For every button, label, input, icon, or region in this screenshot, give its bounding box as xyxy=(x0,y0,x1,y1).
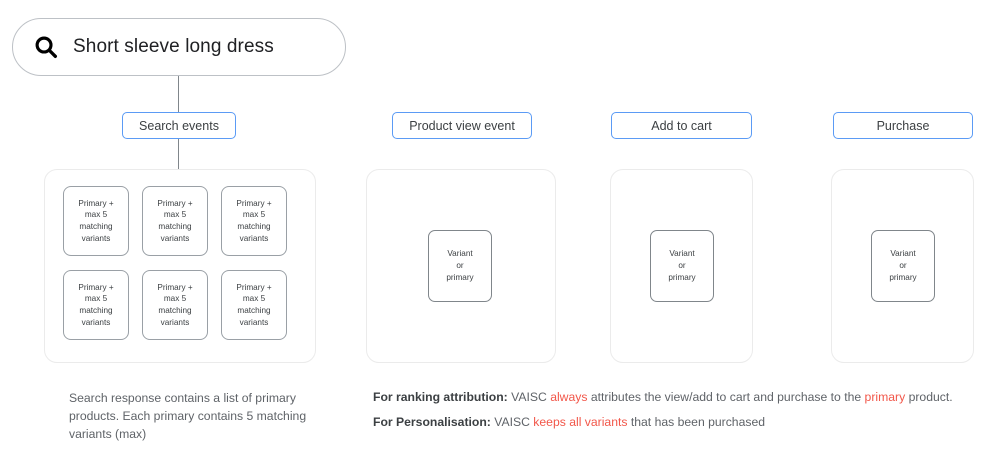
card-line: variants xyxy=(81,233,111,243)
card-line: variants xyxy=(160,233,190,243)
column-header-product-view-event[interactable]: Product view event xyxy=(392,112,532,139)
connector-line-bottom xyxy=(178,139,179,170)
card-line: variants xyxy=(239,317,269,327)
card-line: Primary + xyxy=(157,282,193,292)
annotation-text: product. xyxy=(905,390,953,404)
primary-card-grid: Primary + max 5 matching variants Primar… xyxy=(63,186,287,340)
card-line: or xyxy=(678,260,686,270)
variant-or-primary-card: Variant or primary xyxy=(650,230,714,302)
search-response-caption: Search response contains a list of prima… xyxy=(69,391,307,442)
card-line: matching xyxy=(79,222,113,231)
card-line: matching xyxy=(237,222,271,231)
card-line: variants xyxy=(81,317,111,327)
annotation-text: that has been purchased xyxy=(627,414,766,429)
card-line: max 5 xyxy=(163,294,187,304)
card-line: matching xyxy=(158,222,192,231)
card-line: primary xyxy=(446,273,474,283)
card-line: Primary + xyxy=(78,282,114,292)
connector-line-top xyxy=(178,76,179,112)
card-line: or xyxy=(456,260,464,270)
annotation-highlight: always xyxy=(550,390,588,404)
card-line: matching xyxy=(237,306,271,315)
primary-variant-card: Primary + max 5 matching variants xyxy=(63,270,129,340)
card-line: max 5 xyxy=(84,294,108,304)
card-line: Variant xyxy=(669,248,695,258)
card-line: matching xyxy=(158,306,192,315)
primary-variant-card: Primary + max 5 matching variants xyxy=(63,186,129,256)
card-line: max 5 xyxy=(242,294,266,304)
annotation-text: VAISC xyxy=(507,390,551,404)
card-line: matching xyxy=(79,306,113,315)
search-icon xyxy=(35,36,57,58)
card-line: primary xyxy=(889,273,917,283)
card-line: max 5 xyxy=(242,210,266,220)
card-line: Primary + xyxy=(157,198,193,208)
variant-or-primary-card: Variant or primary xyxy=(871,230,935,302)
card-line: variants xyxy=(160,317,190,327)
card-line: max 5 xyxy=(163,210,187,220)
annotation-body: VAISC keeps all variants that has been p… xyxy=(491,415,765,429)
annotation-ranking-attribution: For ranking attribution: VAISC always at… xyxy=(373,389,988,407)
card-line: or xyxy=(899,260,907,270)
card-line: Primary + xyxy=(236,282,272,292)
column-header-add-to-cart[interactable]: Add to cart xyxy=(611,112,752,139)
primary-variant-card: Primary + max 5 matching variants xyxy=(221,186,287,256)
panel-purchase: Variant or primary xyxy=(831,169,974,363)
annotation-text: attributes the view/add to cart and purc… xyxy=(587,390,865,404)
card-line: Primary + xyxy=(78,198,114,208)
primary-variant-card: Primary + max 5 matching variants xyxy=(142,270,208,340)
card-line: variants xyxy=(239,233,269,243)
annotation-text: VAISC xyxy=(490,414,534,429)
annotation-highlight: keeps all variants xyxy=(533,414,628,429)
search-bar[interactable]: Short sleeve long dress xyxy=(12,18,346,76)
column-header-search-events[interactable]: Search events xyxy=(122,112,236,139)
panel-product-view-event: Variant or primary xyxy=(366,169,556,363)
card-line: max 5 xyxy=(84,210,108,220)
annotation-body: VAISC always attributes the view/add to … xyxy=(508,390,953,404)
primary-variant-card: Primary + max 5 matching variants xyxy=(221,270,287,340)
annotation-personalisation: For Personalisation: VAISC keeps all var… xyxy=(373,414,988,432)
panel-search-events: Primary + max 5 matching variants Primar… xyxy=(44,169,316,363)
primary-variant-card: Primary + max 5 matching variants xyxy=(142,186,208,256)
annotation-label: For Personalisation: xyxy=(373,414,491,429)
panel-add-to-cart: Variant or primary xyxy=(610,169,753,363)
annotation-highlight: primary xyxy=(864,390,906,404)
column-header-purchase[interactable]: Purchase xyxy=(833,112,973,139)
card-line: primary xyxy=(668,273,696,283)
annotation-label: For ranking attribution: xyxy=(373,390,508,404)
card-line: Variant xyxy=(890,248,916,258)
annotations-block: For ranking attribution: VAISC always at… xyxy=(373,389,988,431)
search-query-text: Short sleeve long dress xyxy=(73,36,274,57)
card-line: Primary + xyxy=(236,198,272,208)
card-line: Variant xyxy=(447,248,473,258)
variant-or-primary-card: Variant or primary xyxy=(428,230,492,302)
